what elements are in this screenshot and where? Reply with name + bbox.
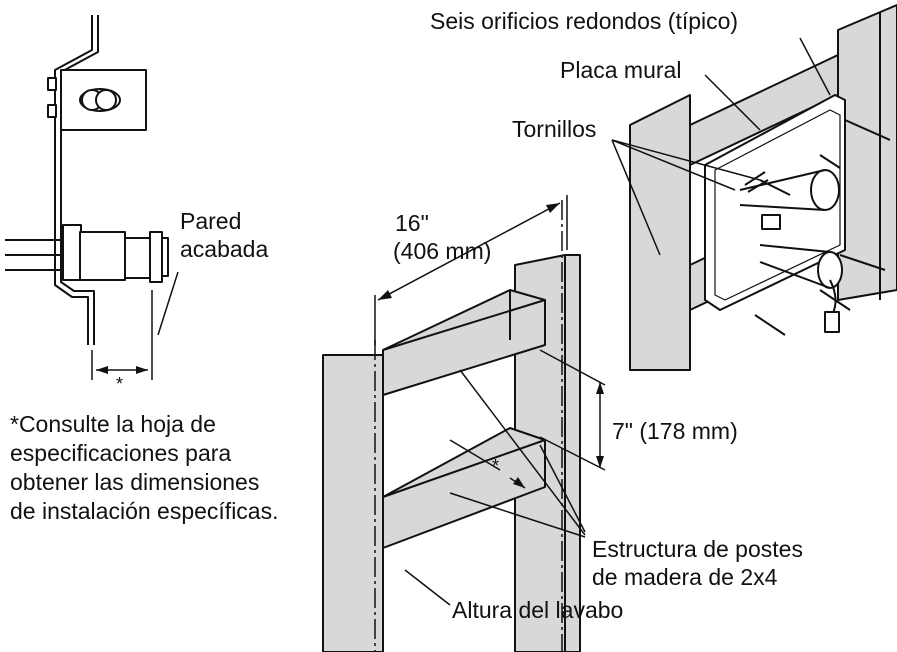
asterisk-frame: * [492, 456, 500, 476]
label-16-line2: (406 mm) [393, 238, 492, 264]
asterisk-side: * [116, 374, 124, 394]
installation-note: *Consulte la hoja de especificaciones pa… [10, 410, 279, 526]
label-studs-line2: de madera de 2x4 [592, 564, 778, 590]
label-7-dimension: 7" (178 mm) [612, 418, 738, 444]
label-sink-height: Altura del lavabo [452, 597, 624, 623]
note-line2: especificaciones para [10, 440, 232, 466]
note-line1: *Consulte la hoja de [10, 411, 216, 437]
note-line4: de instalación específicas. [10, 498, 279, 524]
label-six-holes: Seis orificios redondos (típico) [430, 8, 739, 34]
wall-plate-installation [611, 4, 897, 371]
side-view-bracket [5, 15, 179, 380]
label-screws: Tornillos [512, 116, 597, 142]
label-16-line1: 16" [395, 210, 429, 236]
label-wall-plate: Placa mural [560, 57, 682, 83]
label-finished-wall-line2: acabada [180, 236, 269, 262]
label-finished-wall-line1: Pared [180, 208, 242, 234]
stud-frame [322, 195, 606, 652]
note-line3: obtener las dimensiones [10, 469, 260, 495]
label-studs-line1: Estructura de postes [592, 536, 803, 562]
